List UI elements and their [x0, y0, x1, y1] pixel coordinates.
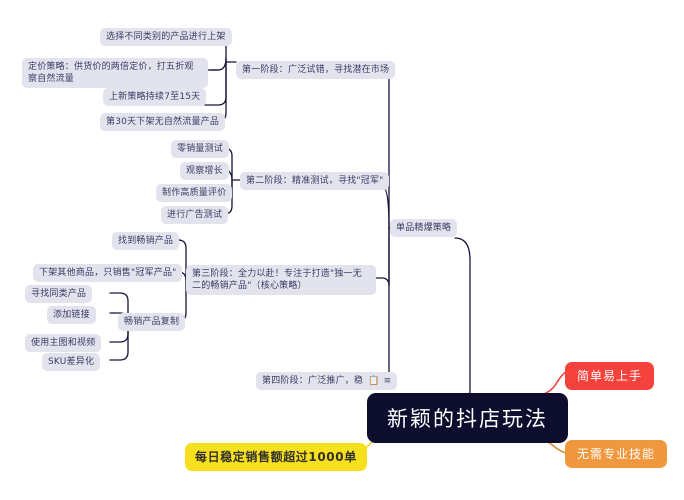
leaf-node[interactable]: 下架其他商品，只销售"冠军产品" [33, 264, 183, 283]
node-label: 进行广告测试 [167, 210, 223, 220]
node-label: 第二阶段：精准测试，寻找"冠军" [246, 176, 384, 186]
node-label: 第四阶段：广泛推广，稳 [262, 376, 364, 386]
highlight-node-red[interactable]: 简单易上手 [565, 362, 655, 391]
phase-node-4[interactable]: 第四阶段：广泛推广，稳 📋 ≡ [256, 372, 398, 391]
node-label: 上新策略持续7至15天 [109, 92, 201, 102]
copy-icon[interactable]: 📋 [368, 375, 380, 386]
phase-4-icon-group: 📋 ≡ [368, 375, 392, 386]
node-label: 无需专业技能 [577, 447, 656, 461]
node-label: 找到畅销产品 [118, 236, 174, 246]
node-label: SKU差异化 [48, 357, 95, 367]
phase-node-2[interactable]: 第二阶段：精准测试，寻找"冠军" [240, 172, 390, 191]
leaf-node[interactable]: 定价策略：供货价的两倍定价，打五折观察自然流量 [22, 58, 208, 89]
node-label: 简单易上手 [577, 369, 643, 383]
node-label: 第三阶段：全力以赴！专注于打造"独一无二的畅销产品"（核心策略） [192, 269, 362, 292]
leaf-node[interactable]: SKU差异化 [42, 353, 101, 372]
leaf-node[interactable]: 第30天下架无自然流量产品 [100, 113, 226, 132]
leaf-node[interactable]: 上新策略持续7至15天 [103, 88, 207, 107]
node-label: 第一阶段：广泛试错，寻找潜在市场 [242, 65, 390, 75]
leaf-node[interactable]: 使用主图和视频 [25, 334, 102, 353]
node-label: 第30天下架无自然流量产品 [106, 117, 220, 127]
node-label: 使用主图和视频 [31, 338, 96, 348]
highlight-node-yellow[interactable]: 每日稳定销售额超过1000单 [185, 443, 367, 472]
node-label: 寻找同类产品 [31, 289, 87, 299]
center-title-node[interactable]: 新颖的抖店玩法 [367, 393, 568, 443]
phase-node-3[interactable]: 第三阶段：全力以赴！专注于打造"独一无二的畅销产品"（核心策略） [186, 265, 376, 296]
node-label: 畅销产品复制 [124, 317, 180, 327]
page-title: 新颖的抖店玩法 [387, 407, 548, 431]
leaf-node[interactable]: 选择不同类别的产品进行上架 [100, 28, 232, 47]
node-label: 选择不同类别的产品进行上架 [106, 32, 226, 42]
leaf-node[interactable]: 寻找同类产品 [25, 285, 93, 304]
leaf-node-group[interactable]: 畅销产品复制 [118, 313, 186, 332]
leaf-node[interactable]: 制作高质量评价 [156, 184, 233, 203]
leaf-node[interactable]: 找到畅销产品 [112, 232, 180, 251]
menu-icon[interactable]: ≡ [383, 375, 392, 386]
node-label: 添加链接 [53, 310, 90, 320]
node-label: 观察增长 [186, 166, 223, 176]
node-label: 定价策略：供货价的两倍定价，打五折观察自然流量 [28, 62, 194, 85]
highlight-node-orange[interactable]: 无需专业技能 [565, 440, 668, 469]
node-label: 每日稳定销售额超过1000单 [195, 450, 357, 464]
leaf-node[interactable]: 进行广告测试 [161, 206, 229, 225]
leaf-node[interactable]: 观察增长 [180, 162, 229, 181]
node-label: 零销量测试 [177, 144, 224, 154]
leaf-node[interactable]: 添加链接 [47, 306, 96, 325]
node-label: 单品精爆策略 [396, 223, 452, 233]
leaf-node[interactable]: 零销量测试 [171, 140, 230, 159]
strategy-spine-label[interactable]: 单品精爆策略 [390, 219, 458, 238]
node-label: 制作高质量评价 [162, 188, 227, 198]
phase-node-1[interactable]: 第一阶段：广泛试错，寻找潜在市场 [236, 61, 396, 80]
node-label: 下架其他商品，只销售"冠军产品" [39, 268, 177, 278]
